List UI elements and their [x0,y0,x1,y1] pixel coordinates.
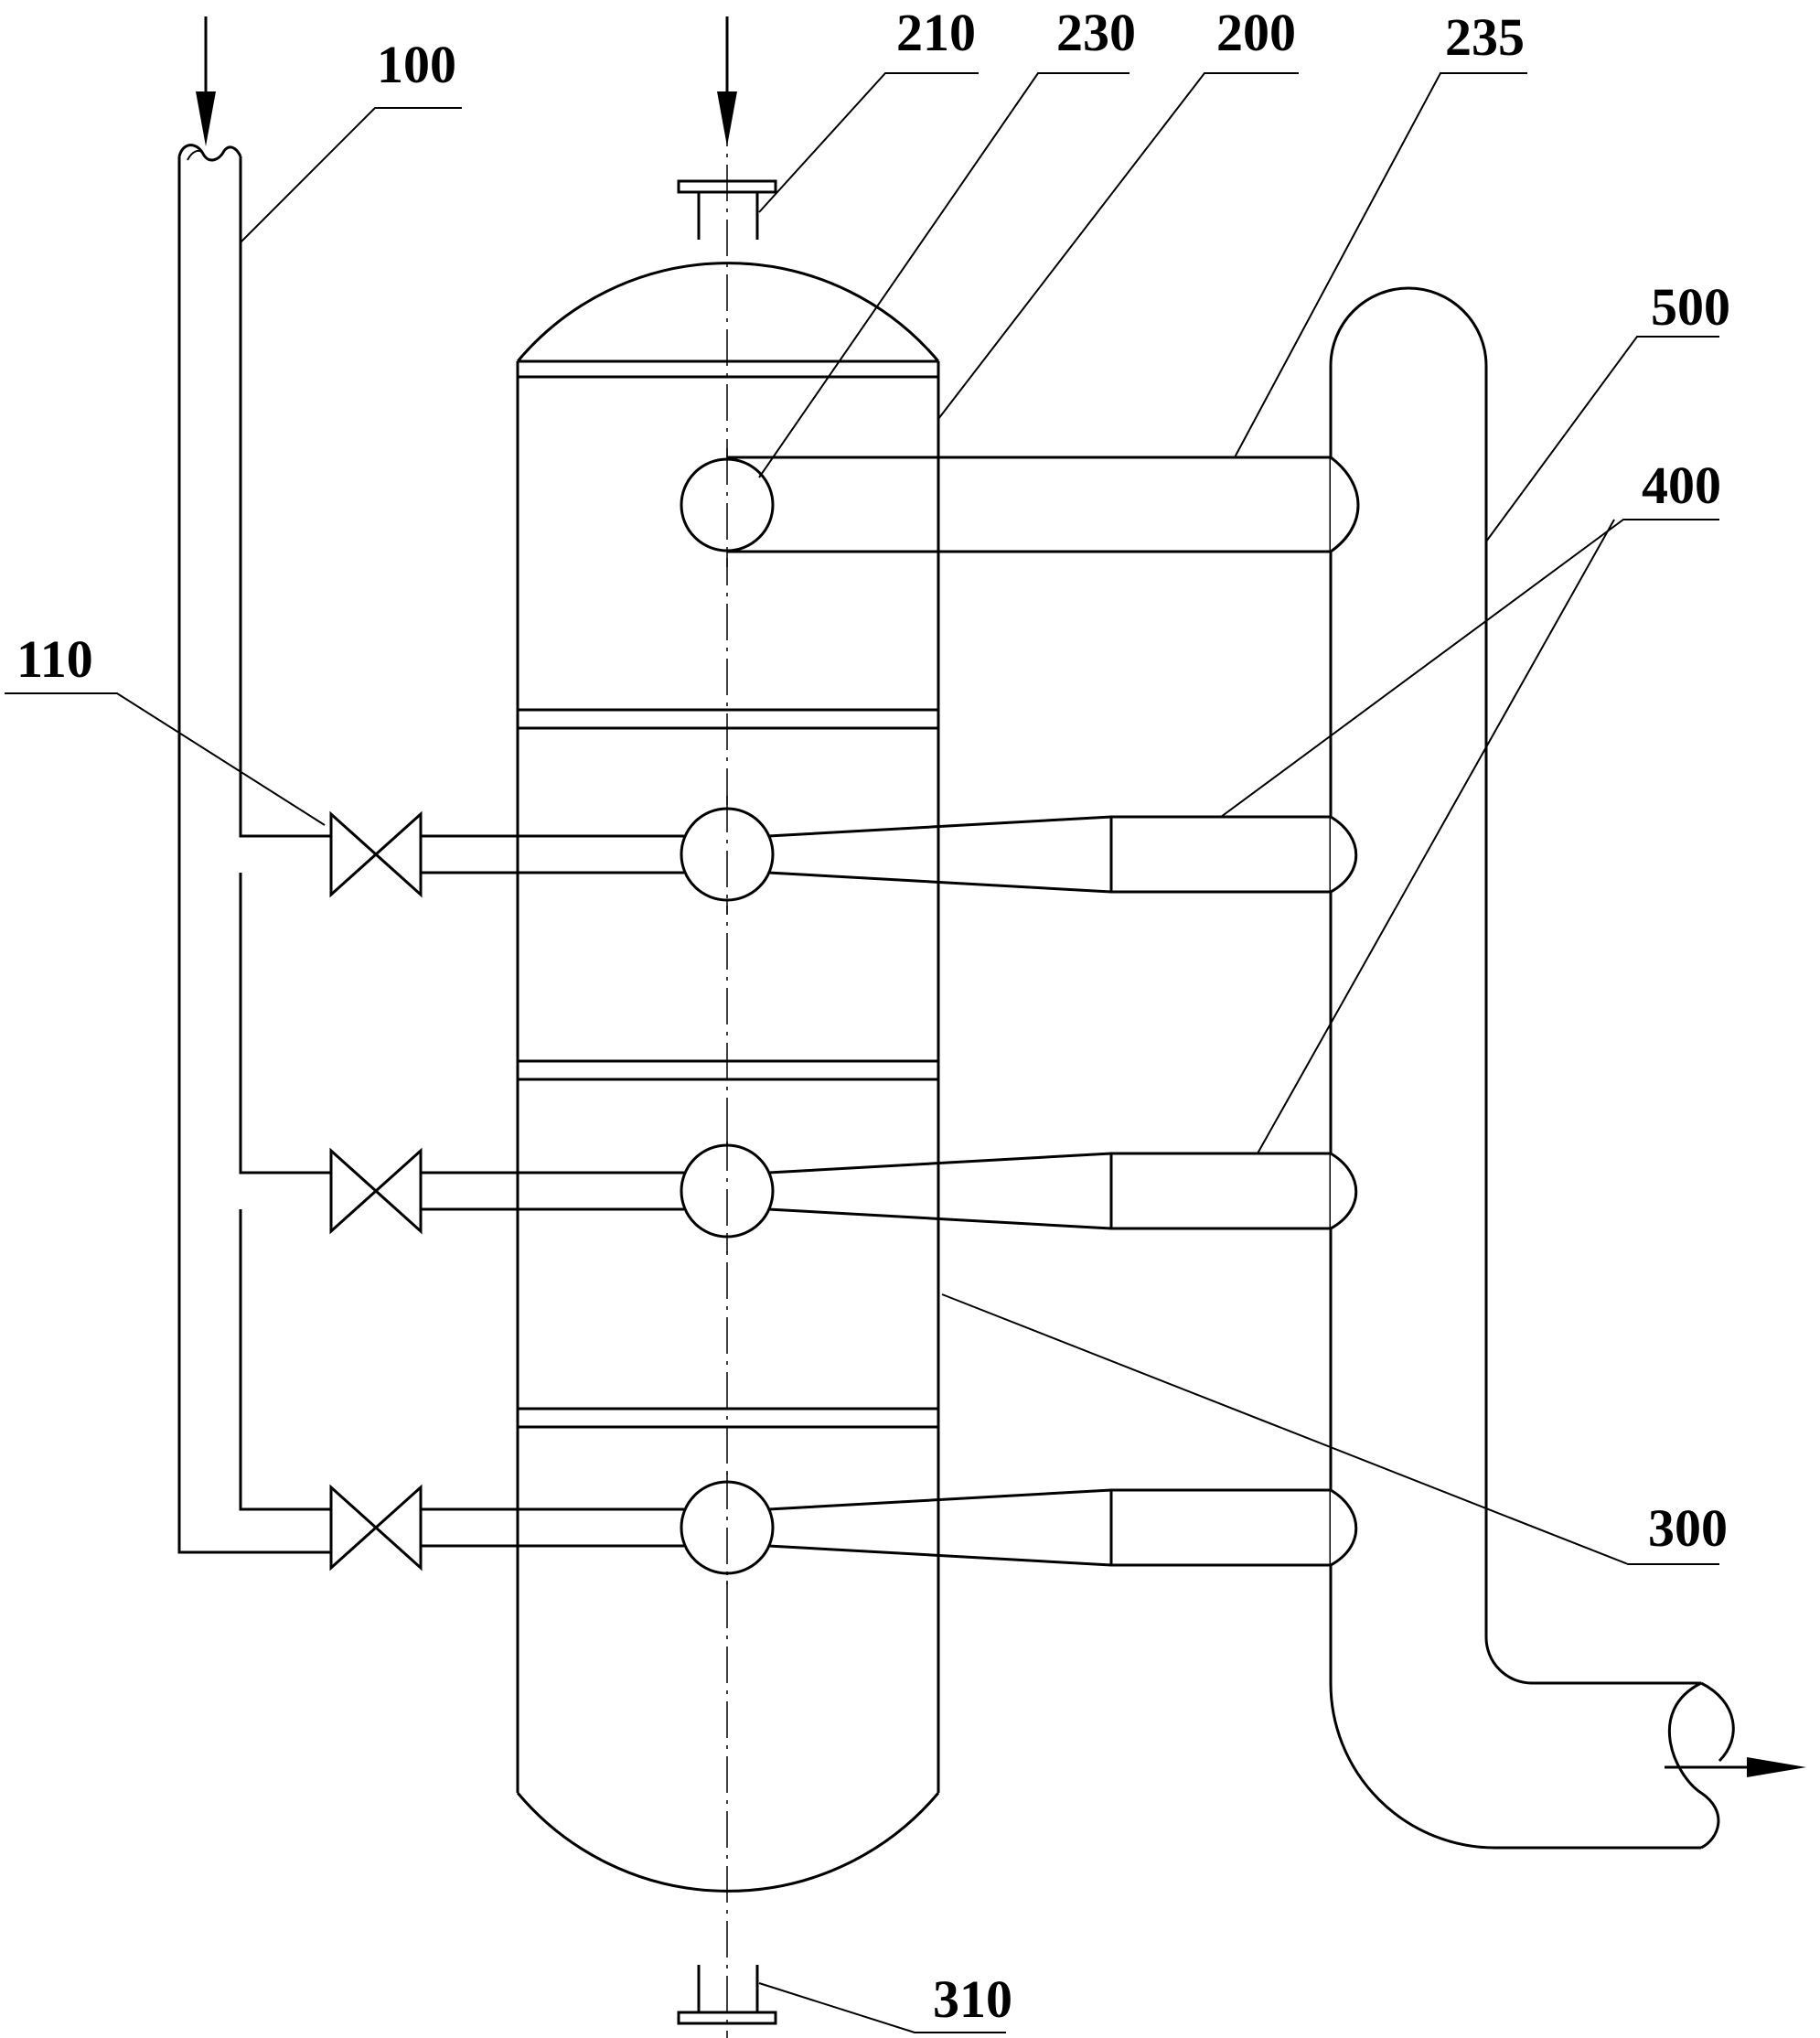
branch-outlet-1 [680,807,1358,902]
label-shell: 300 [1648,1498,1728,1558]
label-bottom-nozzle: 310 [933,1969,1012,2029]
label-reactor-body: 200 [1216,3,1296,62]
outlet-arrow-icon [1665,1757,1806,1777]
feed-pipe [177,144,331,1554]
branch-outlet-2 [680,1143,1358,1239]
label-feed-pipe: 100 [377,35,456,94]
feed-branches [421,834,684,1548]
collector-pipe [1329,286,1735,1850]
inlet-arrow-icon [196,16,216,146]
branch-outlet-3 [680,1480,1358,1575]
label-top-nozzle-ring: 230 [1056,3,1136,62]
label-collector-pipe: 500 [1651,277,1730,337]
label-top-outlet-pipe: 235 [1445,7,1525,67]
leader-lines [5,72,1719,2033]
label-branch-outlets: 400 [1642,456,1721,515]
gate-valve-icon [329,1484,423,1571]
gate-valve-icon [329,1147,423,1235]
label-top-nozzle: 210 [896,3,976,62]
top-outlet-pipe [727,456,1360,553]
gate-valve-icon [329,810,423,898]
label-valve: 110 [16,629,93,689]
